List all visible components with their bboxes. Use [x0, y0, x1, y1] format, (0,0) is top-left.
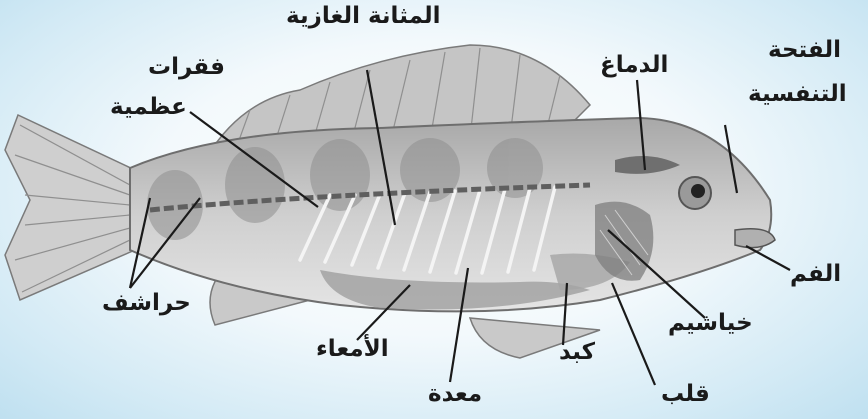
label-stomach: معدة	[428, 382, 482, 407]
eye-pupil	[691, 184, 705, 198]
label-vertebrae-line1: فقرات	[148, 55, 225, 80]
label-operculum-line1: الفتحة	[768, 38, 841, 63]
label-liver: كبد	[559, 340, 595, 365]
label-mouth: الفم	[790, 262, 841, 287]
tail-fin	[5, 115, 135, 300]
label-swim-bladder: المثانة الغازية	[286, 4, 441, 29]
label-heart: قلب	[661, 382, 710, 407]
label-scales: حراشف	[102, 291, 191, 316]
label-gills: خياشيم	[668, 311, 753, 336]
leader-mouth	[746, 246, 790, 270]
label-intestines: الأمعاء	[316, 337, 389, 362]
leader-heart	[612, 283, 655, 385]
label-brain: الدماغ	[600, 53, 668, 78]
label-vertebrae-line2: عظمية	[110, 95, 187, 120]
label-operculum-line2: التنفسية	[748, 82, 847, 107]
